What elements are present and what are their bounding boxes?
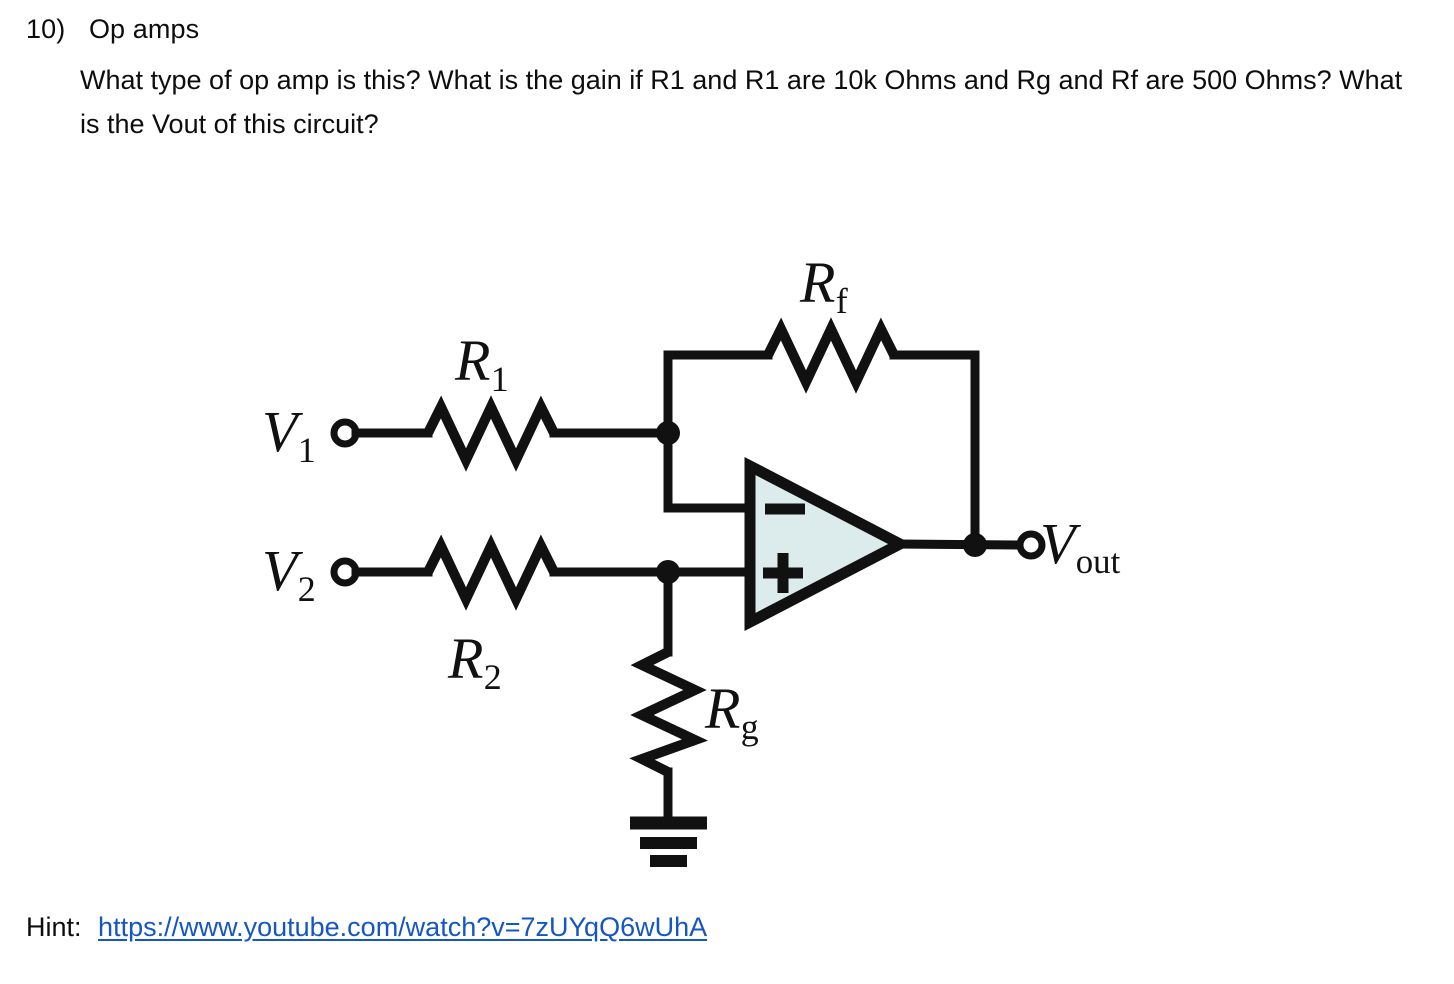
question-body: What type of op amp is this? What is the… <box>80 65 1403 139</box>
wire-feedback-right-drop <box>889 350 980 550</box>
hint-prefix: Hint: <box>26 912 82 942</box>
node-dot-noninverting-input <box>656 560 680 584</box>
vout-terminal-node <box>1016 530 1046 560</box>
label-v1: V1 <box>262 399 316 470</box>
resistor-r2-symbol <box>423 534 559 611</box>
label-rf: Rf <box>800 250 848 321</box>
label-r1: R1 <box>455 328 509 399</box>
label-v2: V2 <box>262 538 316 609</box>
label-rg: Rg <box>705 676 759 747</box>
node-dot-output <box>963 533 987 557</box>
resistor-rf-symbol <box>763 317 899 394</box>
resistor-rg-symbol <box>629 647 709 777</box>
wire-feedback-left-riser <box>663 350 773 438</box>
wire-opamp-output <box>893 539 1025 550</box>
hint-line: Hint: https://www.youtube.com/watch?v=7z… <box>26 912 707 943</box>
label-r2: R2 <box>448 626 502 697</box>
resistor-r1-symbol <box>423 395 559 472</box>
wire-inverting-node-down <box>663 428 753 513</box>
hint-youtube-link[interactable]: https://www.youtube.com/watch?v=7zUYqQ6w… <box>98 912 708 942</box>
node-dot-inverting-input <box>656 421 680 445</box>
question-title: Op amps <box>88 14 200 44</box>
question-number: 10) <box>26 14 66 44</box>
question-heading: 10) Op amps <box>26 14 199 45</box>
label-vout: Vout <box>1040 511 1121 582</box>
opamp-triangle <box>744 456 912 632</box>
